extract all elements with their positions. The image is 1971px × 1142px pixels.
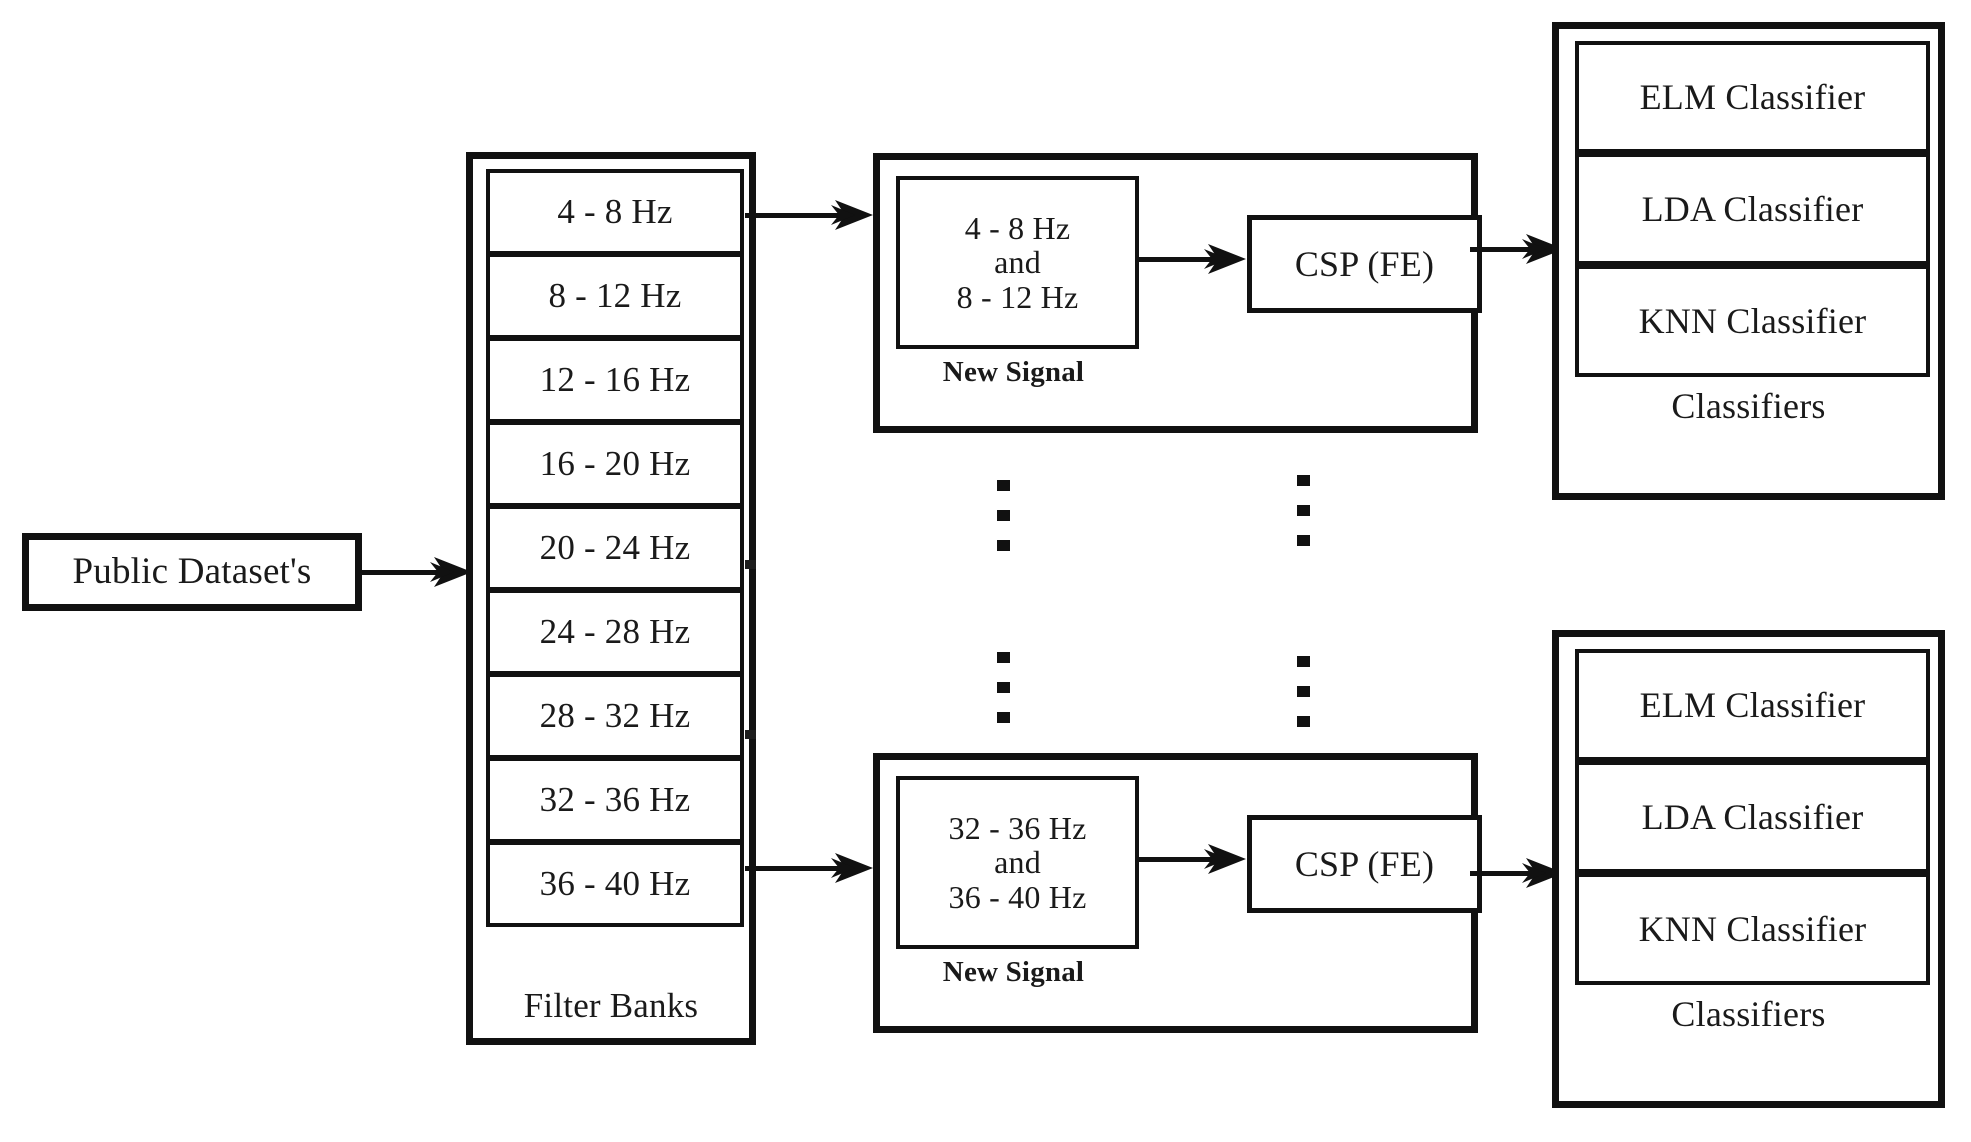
arrow-head-icon (829, 845, 875, 891)
arrow-stage-1-to-classifiers-1 (1470, 226, 1566, 272)
stage-2-container: 32 - 36 Hz and 36 - 40 Hz New Signal CSP… (873, 753, 1482, 1033)
public-dataset-label: Public Dataset's (72, 551, 312, 593)
classifiers-1-caption: Classifiers (1671, 385, 1826, 426)
filter-band-8[interactable]: 36 - 40 Hz (486, 841, 744, 927)
classifier-1-knn[interactable]: KNN Classifier (1575, 265, 1930, 377)
filter-banks-edge-stub-lower (745, 730, 756, 739)
filter-band-1[interactable]: 8 - 12 Hz (486, 253, 744, 339)
ellipsis-right-lower-icon (1297, 656, 1310, 727)
arrow-stage-1-signal-to-csp (1136, 236, 1248, 282)
classifier-2-lda[interactable]: LDA Classifier (1575, 761, 1930, 873)
classifier-2-knn[interactable]: KNN Classifier (1575, 873, 1930, 985)
arrow-stage-2-signal-to-csp (1136, 836, 1248, 882)
arrow-stage-2-to-classifiers-2 (1470, 850, 1566, 896)
stage-1-csp-box[interactable]: CSP (FE) (1247, 215, 1482, 313)
ellipsis-left-upper-icon (997, 480, 1010, 551)
stage-2-csp-box[interactable]: CSP (FE) (1247, 815, 1482, 913)
public-dataset-box: Public Dataset's (22, 533, 362, 611)
stage-1-new-signal-box[interactable]: 4 - 8 Hz and 8 - 12 Hz (896, 176, 1139, 349)
ellipsis-right-upper-icon (1297, 475, 1310, 546)
filter-band-5[interactable]: 24 - 28 Hz (486, 589, 744, 675)
arrow-dataset-to-filterbanks (362, 549, 474, 595)
arrow-head-icon (1202, 236, 1248, 282)
arrow-shaft (745, 213, 841, 218)
classifiers-2-caption: Classifiers (1671, 993, 1826, 1034)
filter-band-3[interactable]: 16 - 20 Hz (486, 421, 744, 507)
stage-1-new-signal-caption: New Signal (942, 356, 1085, 389)
arrow-shaft (1470, 247, 1532, 252)
arrow-head-icon (1202, 836, 1248, 882)
arrow-filterbanks-to-stage-2 (745, 845, 875, 891)
classifier-2-elm[interactable]: ELM Classifier (1575, 649, 1930, 761)
arrow-shaft (1136, 857, 1214, 862)
arrow-shaft (1136, 257, 1214, 262)
arrow-head-icon (1520, 850, 1566, 896)
arrow-shaft (362, 570, 440, 575)
filter-banks-caption: Filter Banks (523, 986, 699, 1026)
stage-2-new-signal-box[interactable]: 32 - 36 Hz and 36 - 40 Hz (896, 776, 1139, 949)
filter-band-0[interactable]: 4 - 8 Hz (486, 169, 744, 255)
filter-banks-container: 4 - 8 Hz 8 - 12 Hz 12 - 16 Hz 16 - 20 Hz… (466, 152, 756, 1045)
arrow-shaft (745, 866, 841, 871)
filter-band-6[interactable]: 28 - 32 Hz (486, 673, 744, 759)
arrow-head-icon (428, 549, 474, 595)
filter-band-4[interactable]: 20 - 24 Hz (486, 505, 744, 591)
arrow-head-icon (1520, 226, 1566, 272)
stage-1-container: 4 - 8 Hz and 8 - 12 Hz New Signal CSP (F… (873, 153, 1482, 433)
classifier-1-lda[interactable]: LDA Classifier (1575, 153, 1930, 265)
classifiers-group-1: ELM Classifier LDA Classifier KNN Classi… (1552, 22, 1945, 500)
arrow-head-icon (829, 192, 875, 238)
filter-band-2[interactable]: 12 - 16 Hz (486, 337, 744, 423)
classifiers-group-2: ELM Classifier LDA Classifier KNN Classi… (1552, 630, 1945, 1108)
arrow-shaft (1470, 871, 1532, 876)
stage-2-new-signal-caption: New Signal (942, 956, 1085, 989)
arrow-filterbanks-to-stage-1 (745, 192, 875, 238)
filter-band-7[interactable]: 32 - 36 Hz (486, 757, 744, 843)
classifier-1-elm[interactable]: ELM Classifier (1575, 41, 1930, 153)
filter-banks-edge-stub-upper (745, 560, 756, 569)
ellipsis-left-lower-icon (997, 652, 1010, 723)
